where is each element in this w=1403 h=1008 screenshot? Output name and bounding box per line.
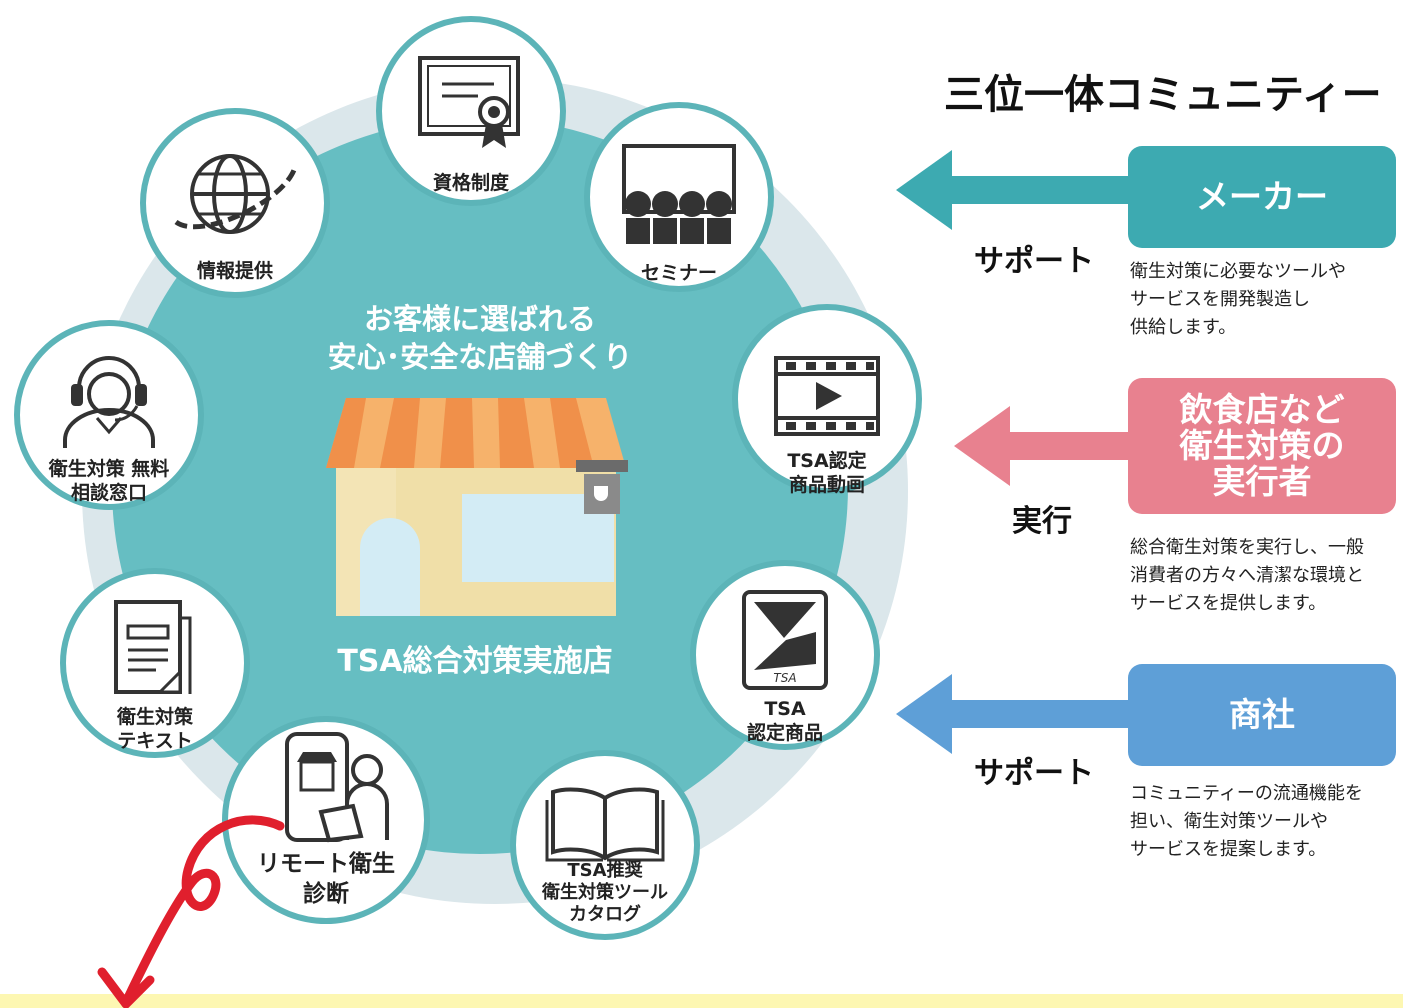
service-node-information[interactable]: 情報提供 (140, 108, 330, 298)
video-icon (772, 354, 882, 438)
headset-operator-icon (49, 344, 169, 448)
service-node-catalog[interactable]: TSA推奨 衛生対策ツール カタログ (510, 750, 700, 940)
desc-line: コミュニティーの流通機能を (1130, 783, 1363, 804)
document-icon (110, 598, 200, 696)
role-box-maker: メーカー (1128, 146, 1396, 248)
service-label: 商品動画 (788, 474, 865, 496)
role-relation-label: サポート (974, 756, 1094, 791)
role-description: 衛生対策に必要なツールや サービスを開発製造し 供給します。 (1130, 258, 1346, 342)
service-label: 資格制度 (432, 172, 509, 194)
service-label: 衛生対策 (116, 706, 193, 728)
service-node-certification[interactable]: 資格制度 (376, 16, 566, 206)
book-icon (545, 782, 665, 862)
service-label: 衛生対策ツール (542, 882, 668, 903)
service-node-text[interactable]: 衛生対策 テキスト (60, 568, 250, 758)
desc-line: サービスを提案します。 (1130, 839, 1327, 860)
service-node-consultation[interactable]: 衛生対策 無料 相談窓口 (14, 320, 204, 510)
desc-line: サービスを提供します。 (1130, 593, 1327, 614)
service-label: テキスト (117, 730, 193, 752)
service-label: セミナー (640, 262, 717, 284)
svg-text:TSA: TSA (773, 671, 796, 685)
role-name: メーカー (1196, 177, 1328, 216)
role-description: コミュニティーの流通機能を 担い、衛生対策ツールや サービスを提案します。 (1130, 780, 1363, 864)
role-name-line: 衛生対策の (1179, 426, 1345, 465)
annotation-arrow (96, 806, 286, 1008)
service-label: 相談窓口 (70, 482, 147, 504)
hub-headline-line2: 安心･安全な店舗づくり (327, 340, 633, 374)
desc-line: 総合衛生対策を実行し、一般 (1130, 537, 1364, 558)
role-relation-label: サポート (974, 244, 1094, 279)
shop-label: TSA総合対策実施店 (337, 644, 613, 679)
desc-line: 消費者の方々へ清潔な環境と (1130, 565, 1364, 586)
arrow-maker-support (896, 150, 1136, 230)
service-label: 情報提供 (196, 260, 273, 282)
role-name: 商社 (1229, 695, 1295, 734)
service-label: リモート衛生 (257, 851, 395, 877)
desc-line: 衛生対策に必要なツールや (1130, 261, 1346, 282)
service-node-seminar[interactable]: セミナー (584, 102, 774, 292)
desc-line: 供給します。 (1130, 317, 1237, 338)
role-box-trader: 商社 (1128, 664, 1396, 766)
shop-illustration (318, 398, 634, 618)
tsa-product-icon: TSA (740, 588, 830, 692)
hub-headline: お客様に選ばれる 安心･安全な店舗づくり (250, 300, 710, 376)
desc-line: 担い、衛生対策ツールや (1130, 811, 1328, 832)
service-label: TSA (764, 698, 806, 720)
role-name-line: 飲食店など (1179, 390, 1345, 429)
certificate-icon (416, 52, 526, 152)
service-label: TSA推奨 (567, 860, 643, 881)
service-label: カタログ (569, 904, 641, 925)
role-relation-label: 実行 (1012, 504, 1072, 539)
service-label: 診断 (303, 881, 349, 907)
hub-headline-line1: お客様に選ばれる (363, 302, 596, 336)
globe-icon (170, 144, 300, 244)
desc-line: サービスを開発製造し (1130, 289, 1310, 310)
service-label: 衛生対策 無料 (48, 458, 170, 480)
service-label: TSA認定 (787, 450, 867, 472)
role-name-line: 実行者 (1212, 462, 1312, 501)
remote-diagnosis-icon (251, 732, 401, 844)
seminar-icon (616, 142, 742, 246)
role-description: 総合衛生対策を実行し、一般 消費者の方々へ清潔な環境と サービスを提供します。 (1130, 534, 1364, 618)
service-node-tsa-product[interactable]: TSA TSA 認定商品 (690, 560, 880, 750)
arrow-operator-execute (954, 406, 1144, 486)
page-title: 三位一体コミュニティー (944, 72, 1382, 118)
arrow-trader-support (896, 674, 1136, 754)
service-label: 認定商品 (746, 722, 823, 744)
role-box-operator: 飲食店など 衛生対策の 実行者 (1128, 378, 1396, 514)
service-node-tsa-video[interactable]: TSA認定 商品動画 (732, 304, 922, 496)
bottom-banner (0, 994, 1403, 1008)
